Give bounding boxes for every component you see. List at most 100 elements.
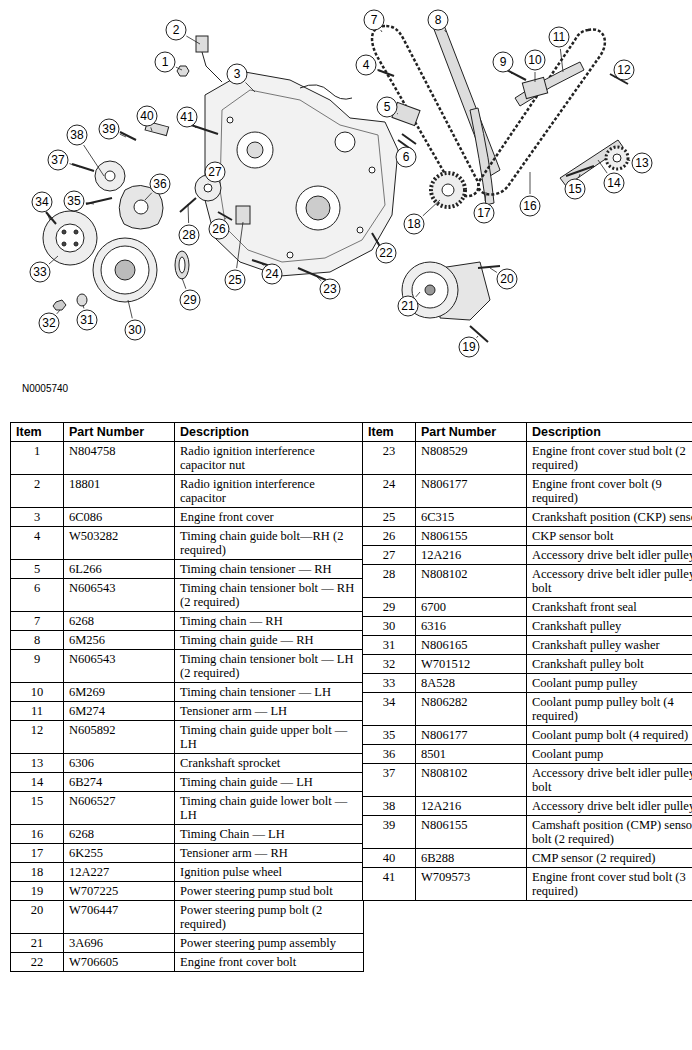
table-row: 26N806155CKP sensor bolt — [363, 527, 692, 546]
table-cell: 11 — [11, 702, 64, 721]
callout-circle: 27 — [204, 161, 226, 183]
table-text: W503282 — [69, 529, 118, 543]
table-cell: CMP sensor (2 required) — [527, 849, 692, 868]
table-row: 39N806155Camshaft position (CMP) sensor … — [363, 816, 692, 849]
cover-rib — [220, 90, 385, 262]
table-cell: Crankshaft pulley — [527, 617, 692, 636]
callout-number: 40 — [136, 109, 158, 123]
table-text: 18801 — [69, 477, 100, 491]
leader-line — [579, 174, 580, 178]
table-header-cell: Part Number — [416, 423, 527, 442]
pulley-bolt-hole — [74, 230, 78, 234]
table-text: 6B274 — [69, 775, 102, 789]
callout-circle: 4 — [355, 54, 377, 76]
guide-rh — [432, 20, 500, 176]
callout-ring — [632, 153, 652, 173]
leader-line — [83, 305, 85, 308]
table-cell: Timing chain tensioner bolt — RH (2 requ… — [175, 579, 364, 612]
table-text: Power steering pump bolt (2 required) — [180, 903, 322, 931]
table-cell: 7 — [11, 612, 64, 631]
table-cell: Timing chain tensioner — RH — [175, 560, 364, 579]
table-cell: 8A528 — [416, 674, 527, 693]
callout-ring — [404, 214, 424, 234]
seal-bore-inner — [306, 196, 330, 220]
table-cell: N806282 — [416, 693, 527, 726]
callout-number: 41 — [176, 110, 198, 124]
table-cell: 6700 — [416, 598, 527, 617]
table-row: 9N606543Timing chain tensioner bolt — LH… — [11, 650, 364, 683]
callout-circle: 40 — [136, 105, 158, 127]
table-cell: 6 — [11, 579, 64, 612]
table-text: 6M274 — [69, 704, 105, 718]
leader-line — [535, 72, 536, 82]
callout-circle: 1 — [154, 51, 176, 73]
table-text: Radio ignition interference capacitor nu… — [180, 444, 315, 472]
table-text: 6316 — [421, 619, 446, 633]
table-cell: 12A216 — [416, 797, 527, 816]
table-cell: 30 — [363, 617, 416, 636]
table-text: 15 — [31, 794, 44, 808]
callout-number: 34 — [31, 195, 53, 209]
table-cell: 1 — [11, 442, 64, 475]
table-row: 256C315Crankshaft position (CKP) sensor — [363, 508, 692, 527]
table-text: Tensioner arm — RH — [180, 846, 288, 860]
table-text: Item — [16, 425, 42, 439]
table-cell: 3A696 — [64, 934, 175, 953]
table-cell: W707225 — [64, 882, 175, 901]
table-cell: 36 — [363, 745, 416, 764]
table-cell: 21 — [11, 934, 64, 953]
callout-ring — [376, 243, 396, 263]
bolt-hole — [357, 227, 363, 233]
table-text: 5 — [34, 562, 40, 576]
leader-line — [86, 203, 94, 204]
table-cell: Crankshaft position (CKP) sensor — [527, 508, 692, 527]
table-cell: 6K255 — [64, 844, 175, 863]
table-text: 18 — [31, 865, 44, 879]
table-cell: Coolant pump pulley — [527, 674, 692, 693]
table-cell: N806155 — [416, 816, 527, 849]
table-text: 24 — [383, 477, 396, 491]
table-cell: Crankshaft front seal — [527, 598, 692, 617]
table-cell: Timing chain guide lower bolt — LH — [175, 792, 364, 825]
table-cell: Power steering pump bolt (2 required) — [175, 901, 364, 934]
callout-circle: 12 — [613, 59, 635, 81]
callout-ring — [396, 147, 416, 167]
table-text: N804758 — [69, 444, 116, 458]
table-cell: Crankshaft pulley bolt — [527, 655, 692, 674]
callout-ring — [77, 310, 97, 330]
leader-line — [120, 134, 126, 137]
table-cell: 6C086 — [64, 508, 175, 527]
table-cell: 34 — [363, 693, 416, 726]
callout-ring — [155, 52, 175, 72]
table-text: Timing Chain — LH — [180, 827, 285, 841]
callout-ring — [137, 106, 157, 126]
callout-number: 22 — [375, 246, 397, 260]
table-cell: N606543 — [64, 579, 175, 612]
table-row: 12N605892Timing chain guide upper bolt —… — [11, 721, 364, 754]
boss — [335, 132, 355, 152]
table-row: 3812A216Accessory drive belt idler pulle… — [363, 797, 692, 816]
callout-circle: 35 — [63, 190, 85, 212]
table-cell: 25 — [363, 508, 416, 527]
callout-ring — [32, 192, 52, 212]
leader-line — [145, 193, 152, 200]
callout-number: 11 — [548, 30, 570, 44]
callout-circle: 5 — [376, 96, 398, 118]
crank-seal — [175, 251, 189, 279]
table-row: 116M274Tensioner arm — LH — [11, 702, 364, 721]
table-cell: 6M274 — [64, 702, 175, 721]
arm-rh — [470, 108, 494, 205]
table-text: 6L266 — [69, 562, 102, 576]
table-text: Timing chain tensioner — RH — [180, 562, 332, 576]
callout-circle: 25 — [224, 269, 246, 291]
table-cell: 13 — [11, 754, 64, 773]
callout-circle: 31 — [76, 309, 98, 331]
callout-number: 29 — [179, 293, 201, 307]
callout-circle: 24 — [261, 263, 283, 285]
callout-ring — [525, 50, 545, 70]
table-row: 28N808102Accessory drive belt idler pull… — [363, 565, 692, 598]
capacitor — [196, 36, 208, 52]
leader-line — [378, 242, 380, 243]
table-text: N808102 — [421, 567, 468, 581]
leader-line — [49, 256, 58, 264]
